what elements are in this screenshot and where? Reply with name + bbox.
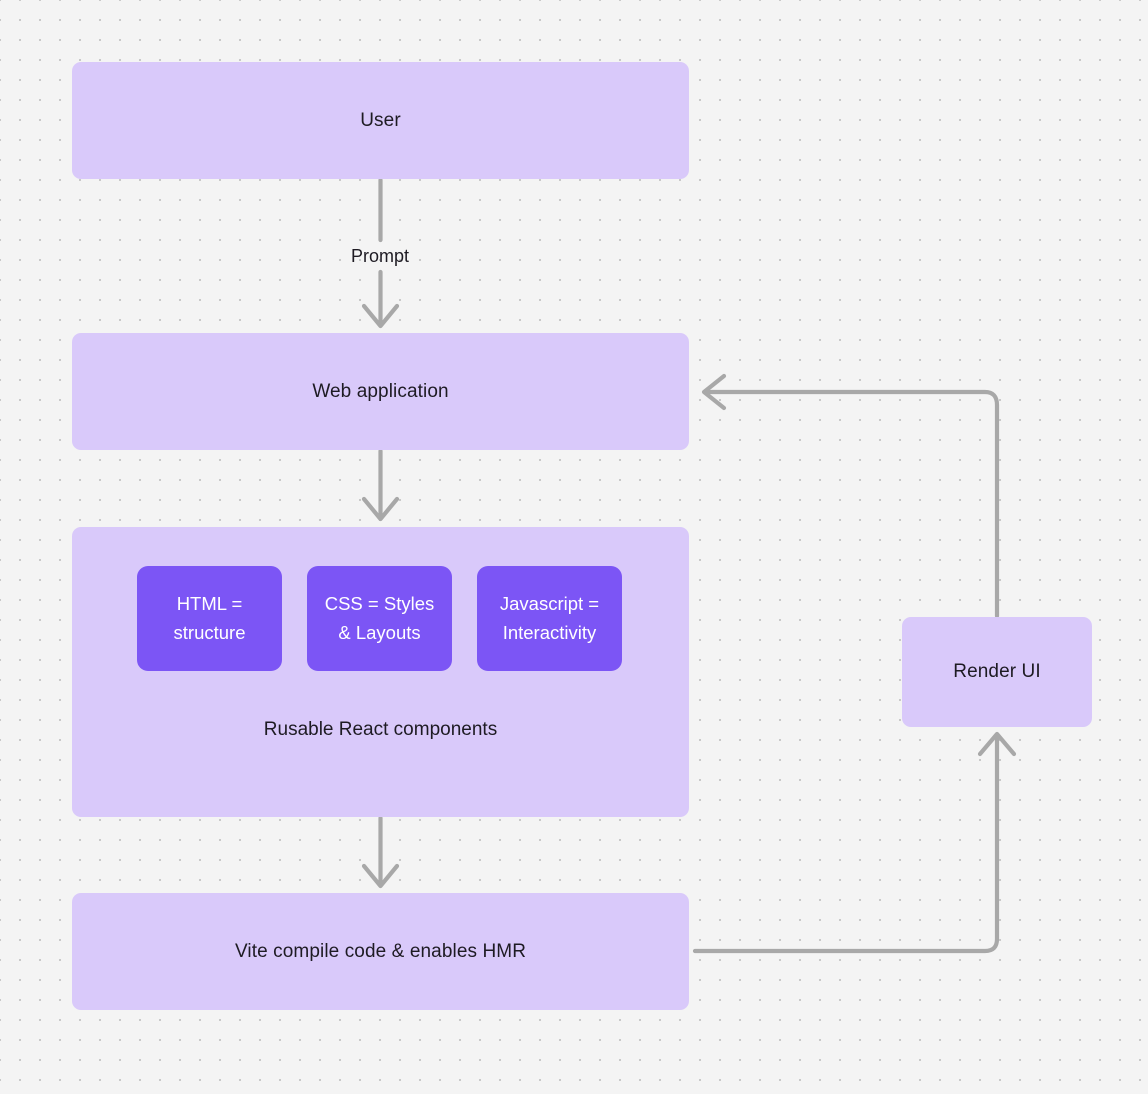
node-render-ui-label: Render UI [953,661,1041,682]
edge-label-prompt: Prompt [350,246,410,266]
node-javascript-label: Javascript = Interactivity [499,592,600,643]
edge-vite-to-render [692,731,1017,954]
node-web-application-label: Web application [312,380,449,402]
node-css[interactable]: CSS = Styles & Layouts [307,566,452,671]
node-vite[interactable]: Vite compile code & enables HMR [72,893,689,1010]
edge-components-to-vite [361,815,400,889]
node-javascript[interactable]: Javascript = Interactivity [477,566,622,671]
node-vite-label: Vite compile code & enables HMR [234,940,527,962]
node-user-label: User [360,109,401,131]
edge-render-to-webapp [701,373,1000,619]
node-html[interactable]: HTML = structure [137,566,282,671]
node-user[interactable]: User [72,62,689,179]
node-render-ui[interactable]: Render UI [902,617,1092,727]
node-web-application[interactable]: Web application [72,333,689,450]
node-reusable-react-components-label: Rusable React components [263,719,498,740]
node-css-label: CSS = Styles & Layouts [324,592,435,643]
node-html-label: HTML = structure [173,592,246,643]
edge-webapp-to-components [361,448,400,522]
